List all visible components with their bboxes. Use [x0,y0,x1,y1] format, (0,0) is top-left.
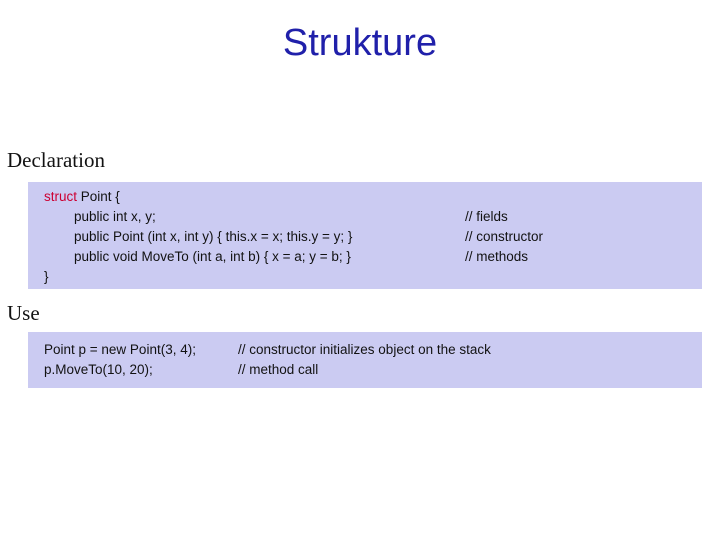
section-label-use: Use [7,301,40,325]
code-text: Point p = new Point(3, 4); [44,342,196,357]
section-label-declaration: Declaration [7,148,105,172]
code-comment: // method call [238,362,319,377]
code-line: public void MoveTo (int a, int b) { x = … [44,247,702,267]
code-block-declaration: struct Point { public int x, y; // field… [28,182,702,289]
code-line: public int x, y; // fields [44,207,702,227]
code-rest: Point { [77,189,120,204]
code-comment: // fields [465,209,508,224]
code-line: p.MoveTo(10, 20); // method call [44,360,702,380]
page-title: Strukture [282,22,438,64]
code-comment: // constructor initializes object on the… [238,342,491,357]
code-comment: // methods [465,249,529,264]
code-line: struct Point { [44,187,702,207]
code-line: } [44,267,702,287]
code-text: } [44,269,49,284]
code-text: struct Point { [44,187,465,207]
code-line: Point p = new Point(3, 4); // constructo… [44,340,702,360]
code-text: public void MoveTo (int a, int b) { x = … [74,249,351,264]
code-comment: // constructor [465,229,544,244]
code-block-use: Point p = new Point(3, 4); // constructo… [28,332,702,388]
code-text: public int x, y; [74,209,156,224]
code-text: p.MoveTo(10, 20); [44,362,153,377]
code-line: public Point (int x, int y) { this.x = x… [44,227,702,247]
keyword-struct: struct [44,189,78,204]
code-text: public Point (int x, int y) { this.x = x… [74,229,353,244]
